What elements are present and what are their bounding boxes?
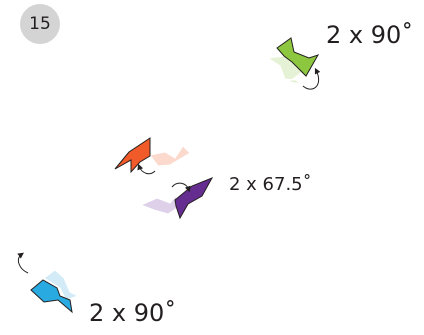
purple-piece-ghost [141, 196, 180, 214]
rotation-arrow-icon [139, 166, 155, 174]
rotation-label-bottom: 2 x 90˚ [89, 301, 176, 325]
purple-piece [175, 178, 212, 218]
rotation-arrow-icon [18, 254, 28, 273]
rotation-label-top: 2 x 90˚ [326, 23, 413, 47]
rotation-arrow-icon [172, 183, 189, 190]
purple-piece-group [141, 178, 212, 218]
rotation-label-middle: 2 x 67.5˚ [229, 176, 312, 194]
orange-piece [115, 138, 150, 172]
orange-piece-ghost [150, 146, 190, 166]
blue-piece-group [18, 254, 78, 312]
green-piece-group [268, 38, 319, 89]
orange-piece-group [115, 138, 190, 174]
